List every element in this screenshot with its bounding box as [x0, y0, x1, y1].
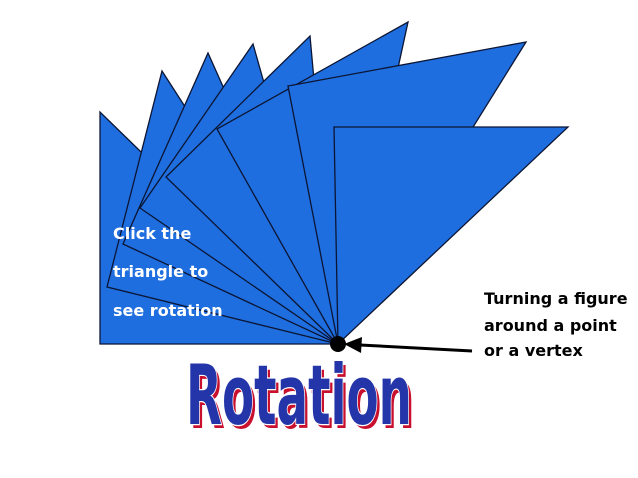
title-text: Rotation [186, 347, 412, 444]
hint-line-3: see rotation [113, 301, 223, 320]
triangle-rotation-90deg[interactable] [333, 126, 570, 346]
pointer-arrow-icon [344, 337, 473, 353]
definition-line-2: around a point [484, 316, 617, 335]
hint-line-1: Click the [113, 224, 192, 243]
title-wordart: Rotation Rotation [185, 346, 415, 448]
title-shadow: Rotation [189, 351, 415, 448]
pivot-point-icon [330, 336, 346, 352]
rotated-triangles [99, 20, 570, 346]
hint-line-2: triangle to [113, 262, 209, 281]
definition-line-1: Turning a figure [484, 289, 628, 308]
definition-line-3: or a vertex [484, 341, 583, 360]
